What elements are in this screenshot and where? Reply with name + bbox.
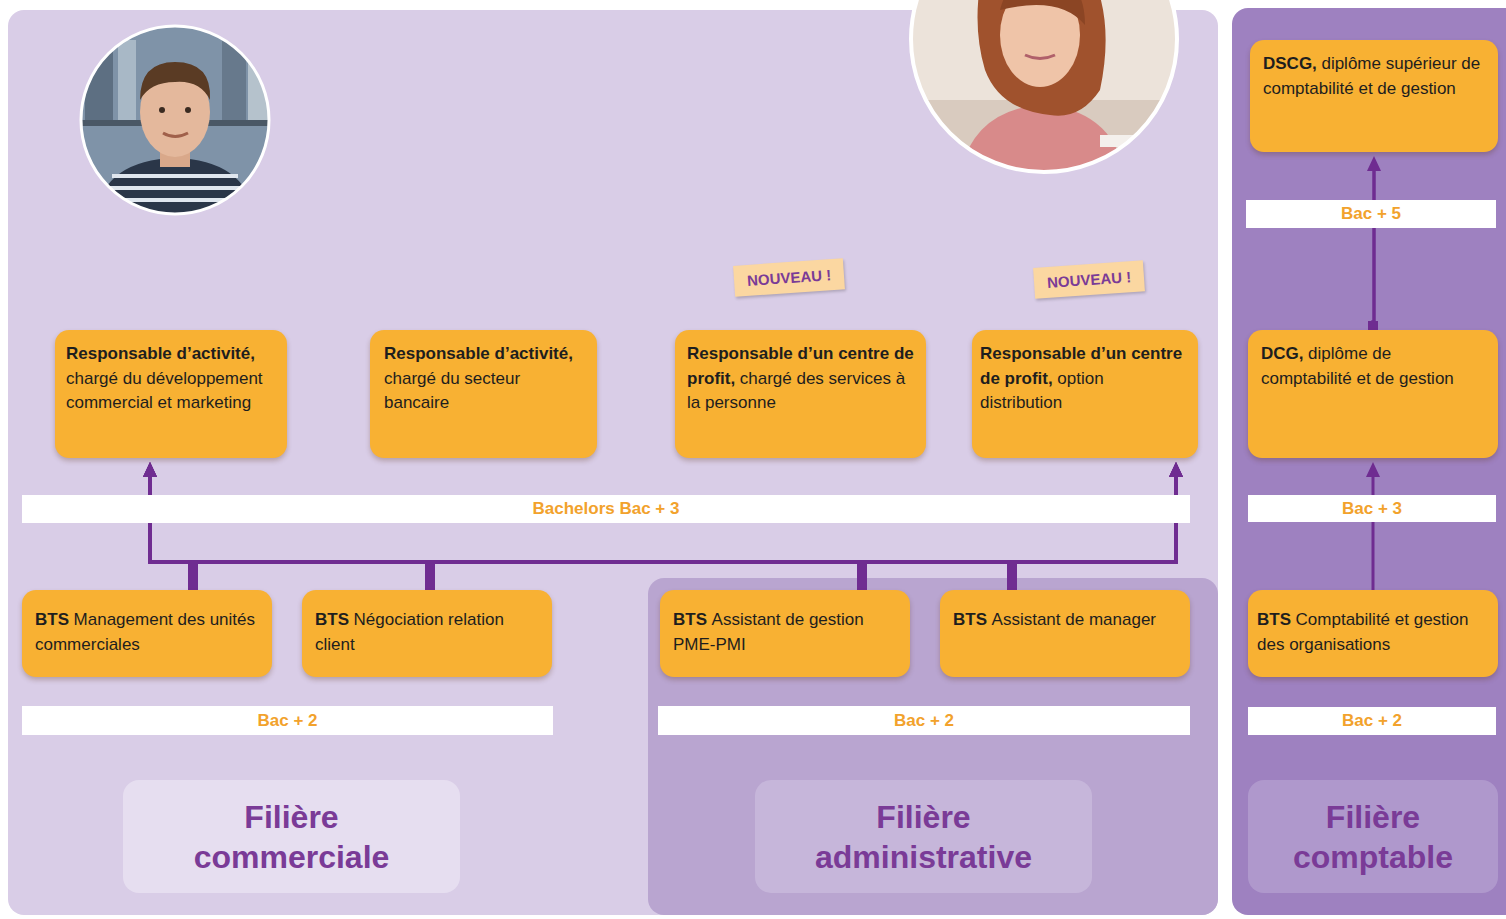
panel-commercial [8,10,1218,915]
diploma-box: Responsable d’un centre de profit,option… [972,330,1198,458]
diploma-title: Responsable d’activité, [66,344,255,363]
level-band: Bac + 2 [658,706,1190,735]
diploma-box: BTSManagement des unités commerciales [22,590,272,677]
level-label: Bac + 5 [1341,204,1401,224]
diploma-box: BTS Assistant de manager [940,590,1190,677]
diploma-title: BTS [315,610,349,629]
diploma-box: Responsable d’activité, chargé du secteur… [370,330,597,458]
diploma-description: chargé du développement commercial et ma… [66,369,263,413]
level-band: Bac + 2 [22,706,553,735]
level-band: Bachelors Bac + 3 [22,495,1190,523]
level-label: Bac + 2 [257,711,317,731]
filiere-label: Filière commerciale [123,780,460,893]
level-label: Bac + 2 [894,711,954,731]
diploma-box: Responsable d’un centre de profit,chargé… [675,330,926,458]
level-label: Bac + 2 [1342,711,1402,731]
connector-arrow [430,462,1183,590]
filiere-panel: Filière commerciale Responsable d’activit… [8,10,1218,915]
filiere-panel: Filière administrative BTSAssistant de ge… [648,578,1218,915]
diploma-title: DCG, [1261,344,1304,363]
student-photo [80,25,270,215]
diploma-box: DSCG,diplôme supérieur de comptabilité e… [1250,40,1498,152]
level-band: Bac + 5 [1246,200,1496,228]
filiere-title: Filière commerciale [163,797,420,877]
new-tag: NOUVEAU ! [1033,260,1145,299]
filiere-label: Filière administrative [755,780,1092,893]
diploma-box: BTSAssistant de gestion PME-PMI [660,590,910,677]
diploma-title: Responsable d’activité, [384,344,573,363]
connector-arrow [143,462,1012,590]
level-band: Bac + 2 [1248,707,1496,735]
diploma-box: BTSNégociation relation client [302,590,552,677]
filiere-title: Filière administrative [795,797,1052,877]
connector-arrow [143,462,430,590]
filiere-label: Filière comptable [1248,780,1498,893]
diploma-box: DCG,diplôme de comptabilité et de gestio… [1248,330,1498,458]
diploma-title: BTS [953,610,987,629]
level-label: Bachelors Bac + 3 [533,499,680,519]
connector-arrow [862,462,1183,590]
level-label: Bac + 3 [1342,499,1402,519]
diploma-description: Assistant de manager [992,610,1156,629]
panel-comptable [1232,8,1506,915]
connector-arrow [1012,462,1183,590]
student-photo [905,0,1185,180]
new-tag: NOUVEAU ! [733,258,845,297]
filiere-title: Filière comptable [1268,797,1478,877]
level-band: Bac + 3 [1248,495,1496,522]
connector-arrow [143,462,862,590]
panel-administrative [648,578,1218,915]
diploma-title: BTS [1257,610,1291,629]
diploma-title: BTS [35,610,69,629]
connector-arrow [1366,462,1380,590]
filiere-panel: Filière comptable DSCG,diplôme supérieur … [1232,8,1506,915]
diploma-box: Responsable d’activité, chargé du dévelop… [55,330,287,458]
connector-arrow [193,462,1183,590]
diploma-title: DSCG, [1263,54,1317,73]
diploma-title: BTS [673,610,707,629]
diploma-description: chargé du secteur bancaire [384,369,520,413]
diploma-box: BTSComptabilité et gestion des organisat… [1248,590,1498,677]
connector-arrow [1367,156,1381,330]
